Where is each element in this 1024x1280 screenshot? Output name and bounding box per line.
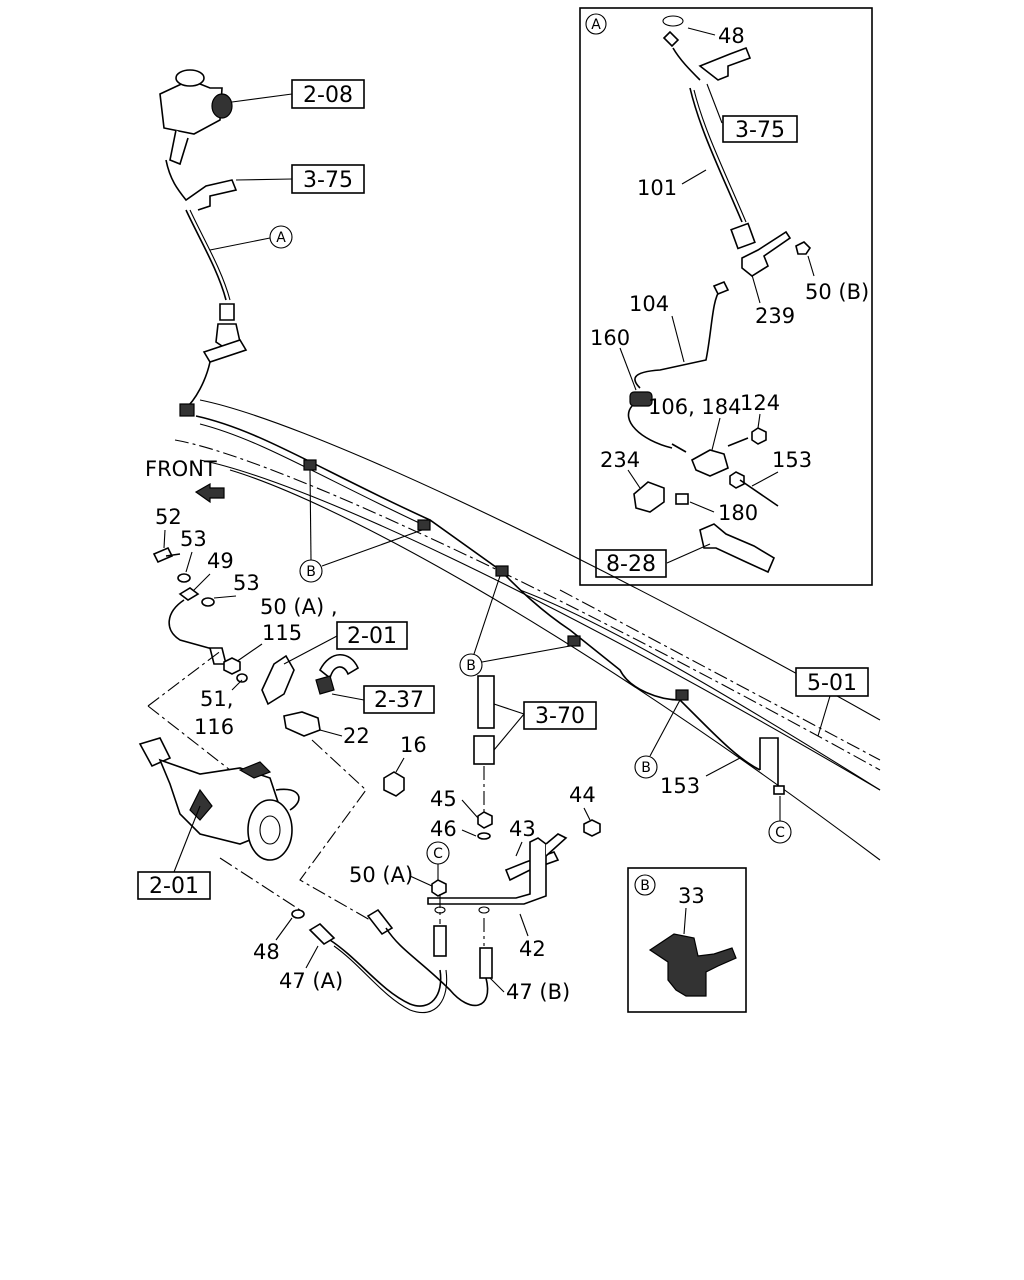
main-hose — [185, 209, 227, 301]
inset-a-frame — [579, 7, 873, 586]
label-116: 116 — [194, 715, 234, 739]
callout-b-3-label: B — [641, 760, 651, 776]
label-42: 42 — [519, 937, 546, 961]
junction-106-part — [690, 449, 729, 477]
ref-box-3-70 — [523, 701, 597, 730]
front-label: FRONT — [145, 457, 217, 481]
label-160: 160 — [590, 326, 630, 350]
upper-bracket — [165, 159, 238, 211]
frame-rail — [174, 399, 881, 861]
callout-a — [269, 225, 293, 249]
ref-3-70: 3-70 — [535, 704, 585, 729]
pipe-104 — [634, 289, 721, 389]
label-234: 234 — [600, 448, 640, 472]
front-arrow-icon — [194, 482, 225, 504]
clip-160-part — [629, 391, 653, 407]
bracket-42-part — [427, 837, 547, 905]
label-53: 53 — [180, 527, 207, 551]
vacuum-pump — [138, 737, 300, 861]
inset-a: A 48 3-75 101 50 (B) 239 104 160 — [579, 7, 873, 586]
three-way-239-part — [741, 230, 792, 277]
ref-box-3-75 — [291, 164, 365, 194]
hose-fitting — [318, 653, 360, 680]
label-44: 44 — [569, 783, 596, 807]
label-115: 115 — [262, 621, 302, 645]
ref-box-2-01-pump — [137, 871, 211, 900]
label-48: 48 — [253, 940, 280, 964]
pipe-153-inset — [739, 479, 779, 507]
ref-3-75-inset: 3-75 — [735, 118, 785, 143]
inset-b-marker — [634, 874, 656, 896]
hose-101 — [689, 87, 743, 223]
ref-box-3-75-inset — [722, 115, 798, 143]
ref-box-2-37 — [363, 685, 435, 714]
label-50b: 50 (B) — [805, 280, 869, 304]
inset-a-marker-label: A — [591, 17, 601, 33]
washer-48-part — [662, 15, 684, 27]
callout-b-1-label: B — [306, 564, 316, 580]
callout-b-3 — [634, 755, 658, 779]
inset-a-marker — [585, 13, 607, 35]
clip-16-part — [383, 771, 405, 797]
callout-b-2-label: B — [466, 658, 476, 674]
label-239: 239 — [755, 304, 795, 328]
ref-2-01: 2-01 — [347, 624, 397, 649]
label-22: 22 — [343, 724, 370, 748]
ref-box-5-01 — [795, 667, 869, 697]
label-101: 101 — [637, 176, 677, 200]
label-124: 124 — [740, 391, 780, 415]
line-47a — [329, 939, 442, 1007]
bracket-part — [698, 46, 752, 81]
label-43: 43 — [509, 817, 536, 841]
ref-2-01-pump: 2-01 — [149, 874, 199, 899]
callout-c-2-label: C — [433, 846, 443, 862]
label-47b: 47 (B) — [506, 980, 570, 1004]
label-51: 51, — [200, 687, 233, 711]
inset-b-marker-label: B — [640, 878, 650, 894]
ref-3-75: 3-75 — [303, 168, 353, 193]
label-106-184: 106, 184 — [648, 395, 742, 419]
clip-33-part — [648, 933, 737, 997]
fitting-234-part — [633, 481, 665, 513]
sensor-part — [699, 523, 776, 574]
ref-5-01: 5-01 — [807, 671, 857, 696]
label-50a: 50 (A) — [349, 863, 413, 887]
callout-b-2 — [459, 653, 483, 677]
label-180: 180 — [718, 501, 758, 525]
label-45: 45 — [430, 787, 457, 811]
label-104: 104 — [629, 292, 669, 316]
label-153-inset: 153 — [772, 448, 812, 472]
inset-b: B 33 — [627, 867, 747, 1013]
frame-brake-line — [195, 415, 761, 771]
label-52: 52 — [155, 505, 182, 529]
label-50a-115: 50 (A) , — [260, 595, 338, 619]
ref-box-2-01 — [336, 621, 408, 650]
label-53b: 53 — [233, 571, 260, 595]
label-48: 48 — [718, 24, 745, 48]
label-47a: 47 (A) — [279, 969, 343, 993]
ref-2-08: 2-08 — [303, 83, 353, 108]
label-16: 16 — [400, 733, 427, 757]
label-49: 49 — [207, 549, 234, 573]
ref-box-2-08 — [291, 79, 365, 109]
ref-8-28: 8-28 — [606, 552, 656, 577]
label-33: 33 — [678, 884, 705, 908]
label-153: 153 — [660, 774, 700, 798]
ref-box-8-28 — [595, 549, 667, 578]
tee-22-part — [283, 711, 321, 737]
callout-a-label: A — [276, 230, 286, 246]
ref-2-37: 2-37 — [374, 688, 424, 713]
master-cylinder-reservoir — [159, 69, 233, 166]
label-46: 46 — [430, 817, 457, 841]
callout-c-1-label: C — [775, 825, 785, 841]
spacer-part — [477, 675, 495, 729]
vacuum-bracket — [261, 654, 295, 706]
